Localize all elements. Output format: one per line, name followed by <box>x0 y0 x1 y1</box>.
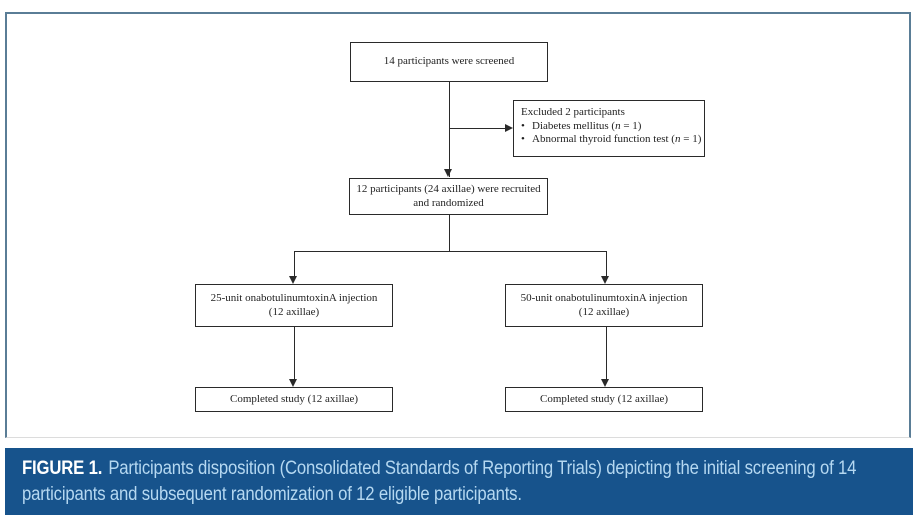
box-recruited-line1: 12 participants (24 axillae) were recrui… <box>356 183 541 195</box>
arrowhead-down-icon <box>289 276 297 284</box>
box-completed-25unit-label: Completed study (12 axillae) <box>230 392 358 405</box>
figure-frame <box>5 12 911 438</box>
box-completed-25unit: Completed study (12 axillae) <box>195 387 393 412</box>
figure-caption-line2: participants and subsequent randomizatio… <box>22 484 522 505</box>
box-completed-50unit-label: Completed study (12 axillae) <box>540 392 668 405</box>
connector-branch-right <box>605 251 607 277</box>
arrowhead-down-icon <box>444 169 452 177</box>
box-arm-25unit-line2: (12 axillae) <box>268 305 320 318</box>
box-recruited: 12 participants (24 axillae) were recrui… <box>349 178 548 215</box>
connector-arm50-to-completed <box>605 327 607 380</box>
box-screened-label: 14 participants were screened <box>383 55 515 68</box>
box-excluded-item-1: •Diabetes mellitus (n = 1) <box>521 119 642 132</box>
connector-recruited-stem <box>448 215 450 251</box>
arrowhead-right-icon <box>505 123 513 132</box>
box-excluded-item-2: •Abnormal thyroid function test (n = 1) <box>521 133 702 145</box>
box-screened: 14 participants were screened <box>350 42 548 82</box>
connector-screened-to-recruited <box>448 82 450 177</box>
box-arm-50unit-line1: 50-unit onabotulinumtoxinA injection <box>520 292 688 304</box>
connector-branch-bar <box>293 250 607 252</box>
box-arm-25unit: 25-unit onabotulinumtoxinA injection (12… <box>195 284 393 327</box>
bullet-icon: • <box>521 119 525 132</box>
box-arm-50unit: 50-unit onabotulinumtoxinA injection (12… <box>505 284 703 327</box>
box-arm-25unit-line1: 25-unit onabotulinumtoxinA injection <box>210 292 378 304</box>
connector-arm25-to-completed <box>293 327 295 380</box>
figure-caption-label: FIGURE 1. <box>22 458 103 479</box>
box-excluded-title: Excluded 2 participants <box>521 106 625 118</box>
box-recruited-line2: and randomized <box>413 196 484 209</box>
box-arm-50unit-line2: (12 axillae) <box>578 305 630 318</box>
figure-caption-text: FIGURE 1.Participants disposition (Conso… <box>22 456 856 508</box>
arrowhead-down-icon <box>601 276 609 284</box>
connector-to-excluded <box>449 127 506 129</box>
figure-caption: FIGURE 1.Participants disposition (Conso… <box>5 448 913 515</box>
box-excluded: Excluded 2 participants •Diabetes mellit… <box>513 100 705 157</box>
connector-branch-left <box>293 251 295 277</box>
bullet-icon: • <box>521 133 525 145</box>
figure-caption-line1: Participants disposition (Consolidated S… <box>108 458 857 479</box>
arrowhead-down-icon <box>601 379 609 387</box>
arrowhead-down-icon <box>289 379 297 387</box>
box-completed-50unit: Completed study (12 axillae) <box>505 387 703 412</box>
